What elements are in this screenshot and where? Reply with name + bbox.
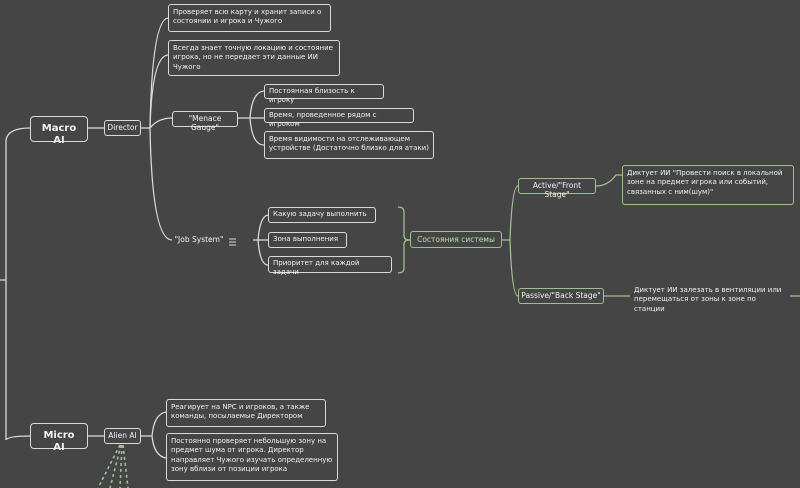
passive-state-desc[interactable]: Диктует ИИ залезать в вентиляции или пер… <box>630 283 790 313</box>
alien-ai-label: Alien AI <box>108 431 137 440</box>
director-note-location[interactable]: Всегда знает точную локацию и состояние … <box>168 40 340 76</box>
macro-ai-label: Macro AI <box>41 123 77 146</box>
menace-gauge-node[interactable]: "Menace Gauge" <box>172 111 238 132</box>
director-label: Director <box>107 123 138 132</box>
alien-note-react[interactable]: Реагирует на NPC и игроков, а также кома… <box>166 399 326 427</box>
job-item-priority-text: Приоритет для каждой задачи <box>273 259 360 277</box>
menace-item-time-near-text: Время, проведенное рядом с игроком <box>269 111 377 129</box>
menace-gauge-label: "Menace Gauge" <box>188 114 222 133</box>
director-node[interactable]: Director <box>104 120 141 136</box>
passive-state-desc-text: Диктует ИИ залезать в вентиляции или пер… <box>634 286 782 313</box>
alien-note-noise-text: Постоянно проверяет небольшую зону на пр… <box>171 437 333 474</box>
alien-note-noise[interactable]: Постоянно проверяет небольшую зону на пр… <box>166 433 338 481</box>
active-state-desc-text: Диктует ИИ "Провести поиск в локальной з… <box>627 169 783 196</box>
job-system-node[interactable]: "Job System" <box>172 233 226 249</box>
job-item-task[interactable]: Какую задачу выполнить <box>268 207 376 223</box>
job-item-zone-text: Зона выполнения <box>273 235 339 243</box>
menace-item-proximity[interactable]: Постоянная близость к игроку <box>264 84 384 104</box>
job-item-task-text: Какую задачу выполнить <box>273 210 367 218</box>
active-state-desc[interactable]: Диктует ИИ "Провести поиск в локальной з… <box>622 165 794 205</box>
micro-ai-node[interactable]: Micro AI <box>30 423 88 453</box>
active-state-label: Active/"Front Stage" <box>532 181 582 200</box>
director-note-location-text: Всегда знает точную локацию и состояние … <box>173 44 333 71</box>
job-item-priority[interactable]: Приоритет для каждой задачи <box>268 256 392 277</box>
active-state-node[interactable]: Active/"Front Stage" <box>518 178 596 199</box>
director-note-map[interactable]: Проверяет всю карту и хранит записи о со… <box>168 4 331 32</box>
system-states-label: Состояния системы <box>417 235 495 244</box>
menace-item-proximity-text: Постоянная близость к игроку <box>269 87 355 105</box>
passive-state-label: Passive/"Back Stage" <box>521 291 601 300</box>
job-item-zone[interactable]: Зона выполнения <box>268 232 347 248</box>
director-note-map-text: Проверяет всю карту и хранит записи о со… <box>173 8 322 26</box>
system-states-node[interactable]: Состояния системы <box>410 231 502 248</box>
job-system-label: "Job System" <box>174 235 224 244</box>
alien-note-react-text: Реагирует на NPC и игроков, а также кома… <box>171 403 310 421</box>
micro-ai-label: Micro AI <box>43 430 75 453</box>
alien-ai-node[interactable]: Alien AI <box>104 428 141 444</box>
menace-item-tracker-text: Время видимости на отслеживающем устройс… <box>269 135 429 153</box>
menace-item-tracker[interactable]: Время видимости на отслеживающем устройс… <box>264 131 434 159</box>
passive-state-node[interactable]: Passive/"Back Stage" <box>518 288 604 304</box>
macro-ai-node[interactable]: Macro AI <box>30 116 88 146</box>
menace-item-time-near[interactable]: Время, проведенное рядом с игроком <box>264 108 414 128</box>
